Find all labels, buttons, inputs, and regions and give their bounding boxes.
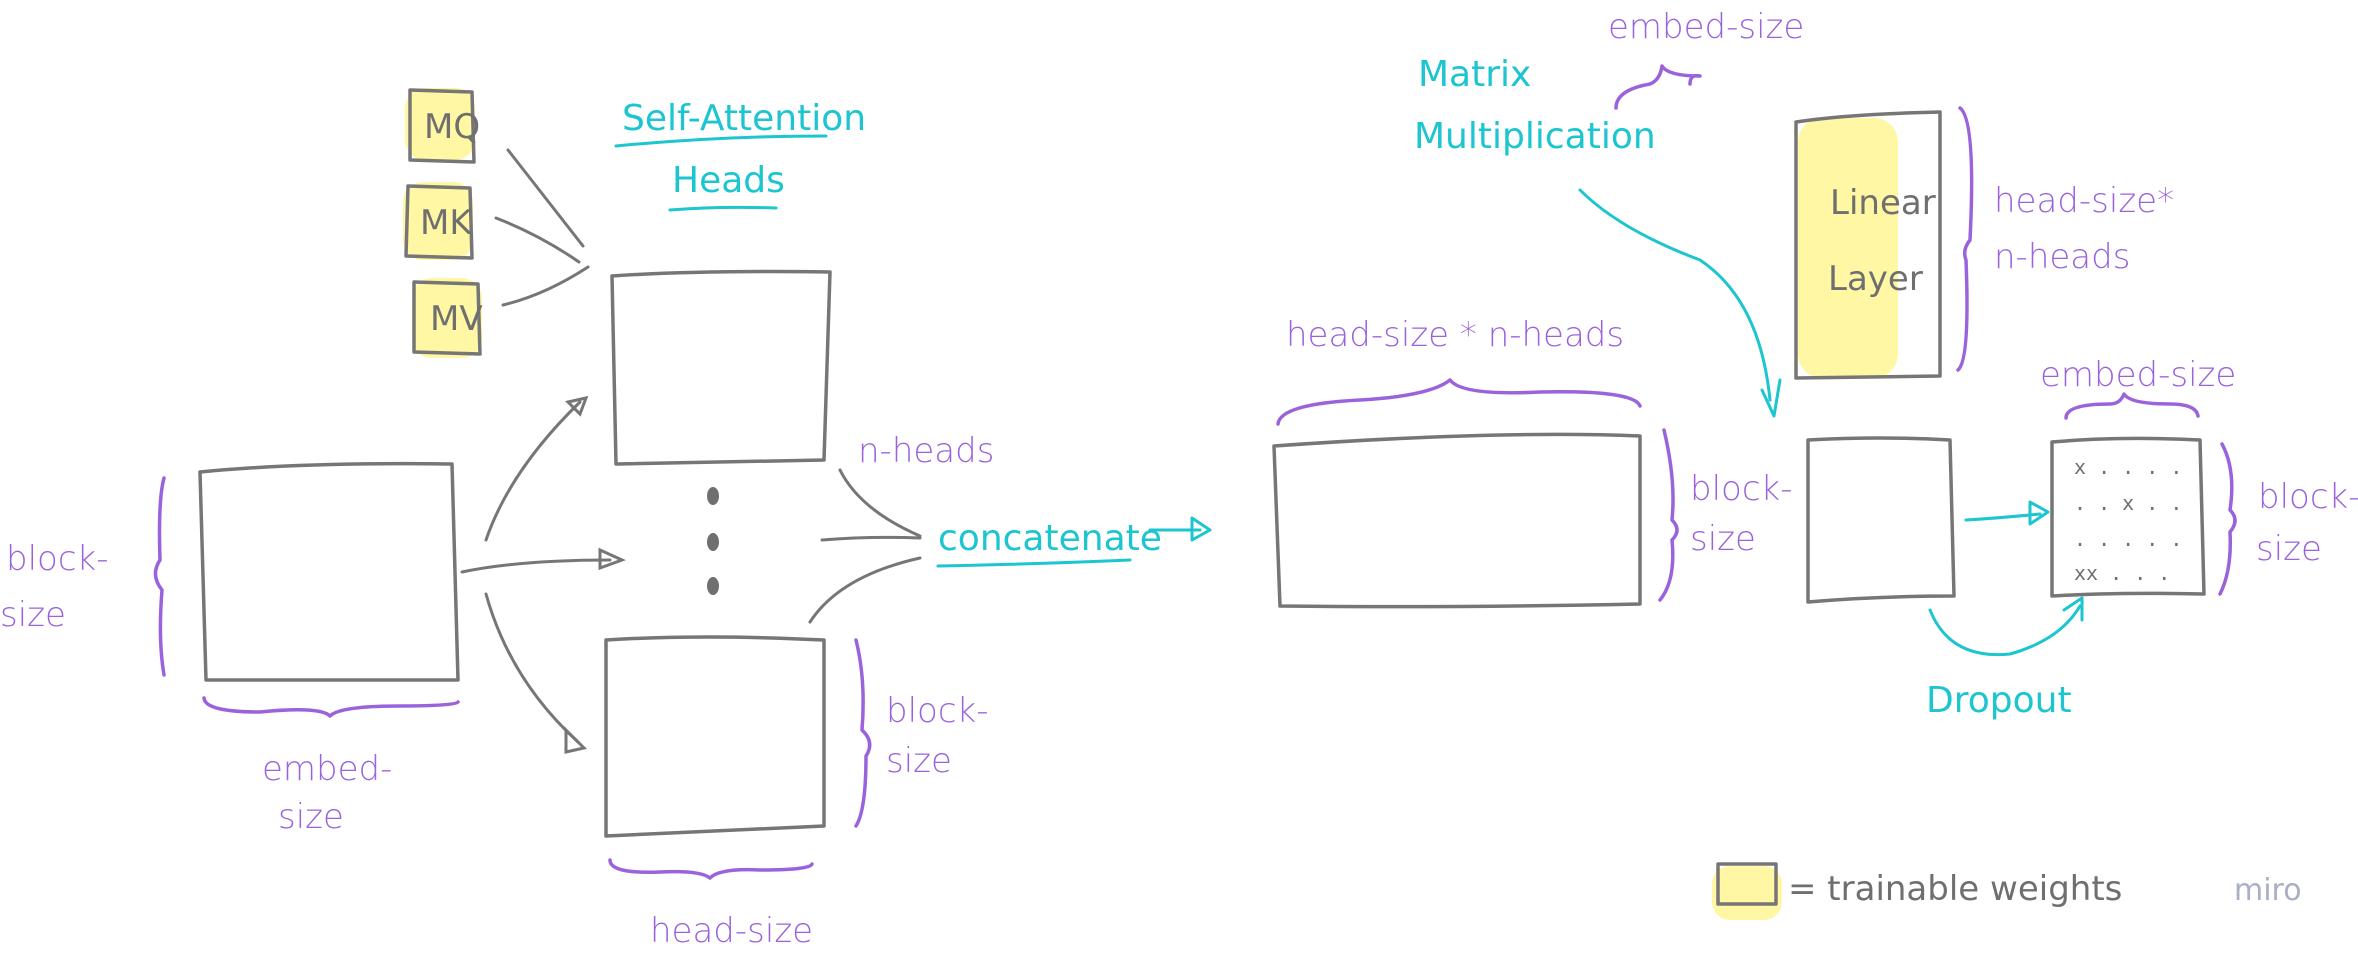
out-embed-size-brace xyxy=(2064,392,2200,420)
svg-text:Linear: Linear xyxy=(1830,183,1936,223)
concatenated-matrix xyxy=(1272,432,1642,609)
svg-text:xx . . .: xx . . . xyxy=(2074,561,2170,585)
input-matrix xyxy=(198,461,460,682)
legend-trainable-weights: = trainable weights xyxy=(1712,862,2122,920)
svg-text:MK: MK xyxy=(420,203,473,243)
ellipsis-dots xyxy=(707,487,719,595)
concat-arrow xyxy=(1148,516,1212,542)
svg-text:. . x . .: . . x . . xyxy=(2074,491,2182,515)
svg-text:Matrix: Matrix xyxy=(1418,54,1531,95)
svg-text:head-size * n-heads: head-size * n-heads xyxy=(1286,315,1624,355)
input-to-heads-arrows xyxy=(460,395,626,754)
concatenate-underline xyxy=(936,558,1132,568)
weight-matrix-v: MV xyxy=(412,278,483,358)
svg-text:block-: block- xyxy=(2258,477,2358,517)
heads-underline xyxy=(668,205,778,212)
weight-connector-lines xyxy=(494,148,590,307)
svg-text:MQ: MQ xyxy=(424,107,480,147)
svg-text:MV: MV xyxy=(430,299,483,339)
linear-layer-highlight xyxy=(1798,118,1898,378)
svg-text:block-: block- xyxy=(886,691,988,731)
svg-text:n-heads: n-heads xyxy=(858,431,994,471)
svg-text:n-heads: n-heads xyxy=(1994,237,2130,277)
svg-text:head-size: head-size xyxy=(650,911,813,951)
svg-text:embed-size: embed-size xyxy=(1608,7,1804,47)
weight-matrix-k: MK xyxy=(403,182,474,260)
concat-lines xyxy=(808,468,922,624)
dropout-apply-arrow xyxy=(1964,500,2050,526)
concat-block-size-brace xyxy=(1658,428,1679,602)
concatenate-label: concatenate xyxy=(938,518,1162,559)
svg-text:block-: block- xyxy=(6,539,108,579)
concat-width-brace xyxy=(1276,378,1642,426)
svg-text:size: size xyxy=(0,595,66,635)
head-size-brace xyxy=(608,858,814,880)
svg-text:embed-: embed- xyxy=(262,749,392,789)
heads-title: Heads xyxy=(672,160,785,201)
weight-matrix-q: MQ xyxy=(405,88,480,164)
svg-text:size: size xyxy=(886,741,952,781)
input-block-size-brace xyxy=(153,476,166,677)
svg-text:Layer: Layer xyxy=(1828,259,1923,299)
linear-embed-size-brace xyxy=(1614,64,1702,110)
svg-text:block-: block- xyxy=(1690,469,1792,509)
dropout-curve-arrow xyxy=(1928,596,2084,657)
input-embed-size-brace xyxy=(202,696,460,718)
self-attention-title: Self-Attention xyxy=(622,98,866,139)
svg-text:size: size xyxy=(2256,529,2322,569)
svg-text:= trainable weights: = trainable weights xyxy=(1788,869,2122,909)
miro-watermark: miro xyxy=(2234,873,2302,908)
svg-text:x . . . .: x . . . . xyxy=(2074,455,2182,479)
head-matrix-top xyxy=(610,269,832,466)
svg-text:size: size xyxy=(1690,519,1756,559)
matrix-mult-arrowhead xyxy=(1760,378,1782,418)
dropout-label: Dropout xyxy=(1926,680,2072,721)
title-underline xyxy=(614,134,828,148)
head-block-size-brace xyxy=(854,638,872,828)
output-matrix xyxy=(1806,436,1956,604)
linear-height-brace xyxy=(1956,106,1974,372)
svg-text:embed-size: embed-size xyxy=(2040,355,2236,395)
dropout-matrix xyxy=(2050,436,2206,598)
linear-layer-matrix xyxy=(1794,110,1942,380)
svg-text:head-size*: head-size* xyxy=(1994,181,2174,221)
matrix-mult-arrow xyxy=(1578,188,1772,402)
svg-text:. . . . .: . . . . . xyxy=(2074,527,2182,551)
svg-text:size: size xyxy=(278,797,344,837)
svg-text:Multiplication: Multiplication xyxy=(1414,116,1656,157)
dropout-marks: x . . . . . . x . . . . . . . xx . . . xyxy=(2074,455,2182,585)
out-block-size-brace xyxy=(2218,442,2237,596)
head-matrix-bottom xyxy=(604,635,826,838)
